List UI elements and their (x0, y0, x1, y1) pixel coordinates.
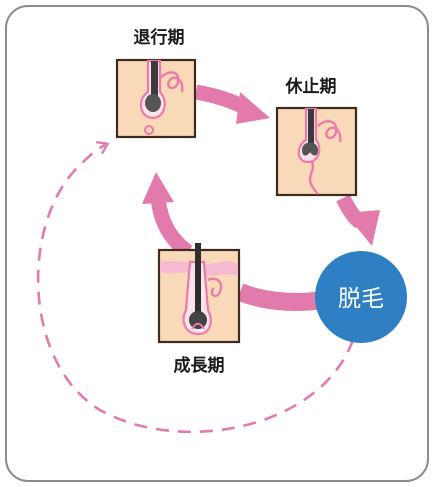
arrow-anagen-to-catagen (142, 172, 193, 259)
catagen-papilla (144, 125, 154, 135)
anagen-label-bg (152, 350, 246, 378)
arrow-telogen-to-epilation (336, 194, 380, 246)
anagen-label: 成長期 (174, 355, 225, 376)
catagen-hair-bulb (145, 94, 161, 112)
anagen-papilla (191, 322, 205, 330)
catagen-label-bg (113, 22, 205, 50)
dashed-return-arrow (36, 145, 355, 434)
catagen-gland (159, 71, 184, 93)
arrow-catagen-to-telogen (194, 84, 270, 124)
epilation-label: 脱毛 (338, 286, 384, 312)
catagen-label: 退行期 (134, 27, 185, 48)
telogen-follicle-tail (308, 161, 319, 195)
stage-catagen: 退行期 (113, 22, 205, 139)
stage-epilation: 脱毛 (315, 251, 407, 343)
catagen-hair-shaft (151, 61, 158, 97)
telogen-label: 休止期 (285, 76, 337, 97)
arrow-epilation-to-anagen (236, 283, 324, 311)
telogen-hair-shaft (308, 109, 314, 145)
anagen-hair-bulb (189, 311, 207, 329)
telogen-gland (317, 120, 342, 143)
telogen-label-bg (268, 71, 354, 99)
stage-anagen: 成長期 (152, 243, 246, 378)
anagen-gland (207, 277, 223, 298)
stage-telogen: 休止期 (268, 71, 358, 197)
anagen-hair-shaft (195, 243, 201, 315)
epilation-circle (315, 251, 407, 343)
telogen-hair-bulb (302, 142, 318, 156)
diagram-frame (5, 5, 429, 482)
